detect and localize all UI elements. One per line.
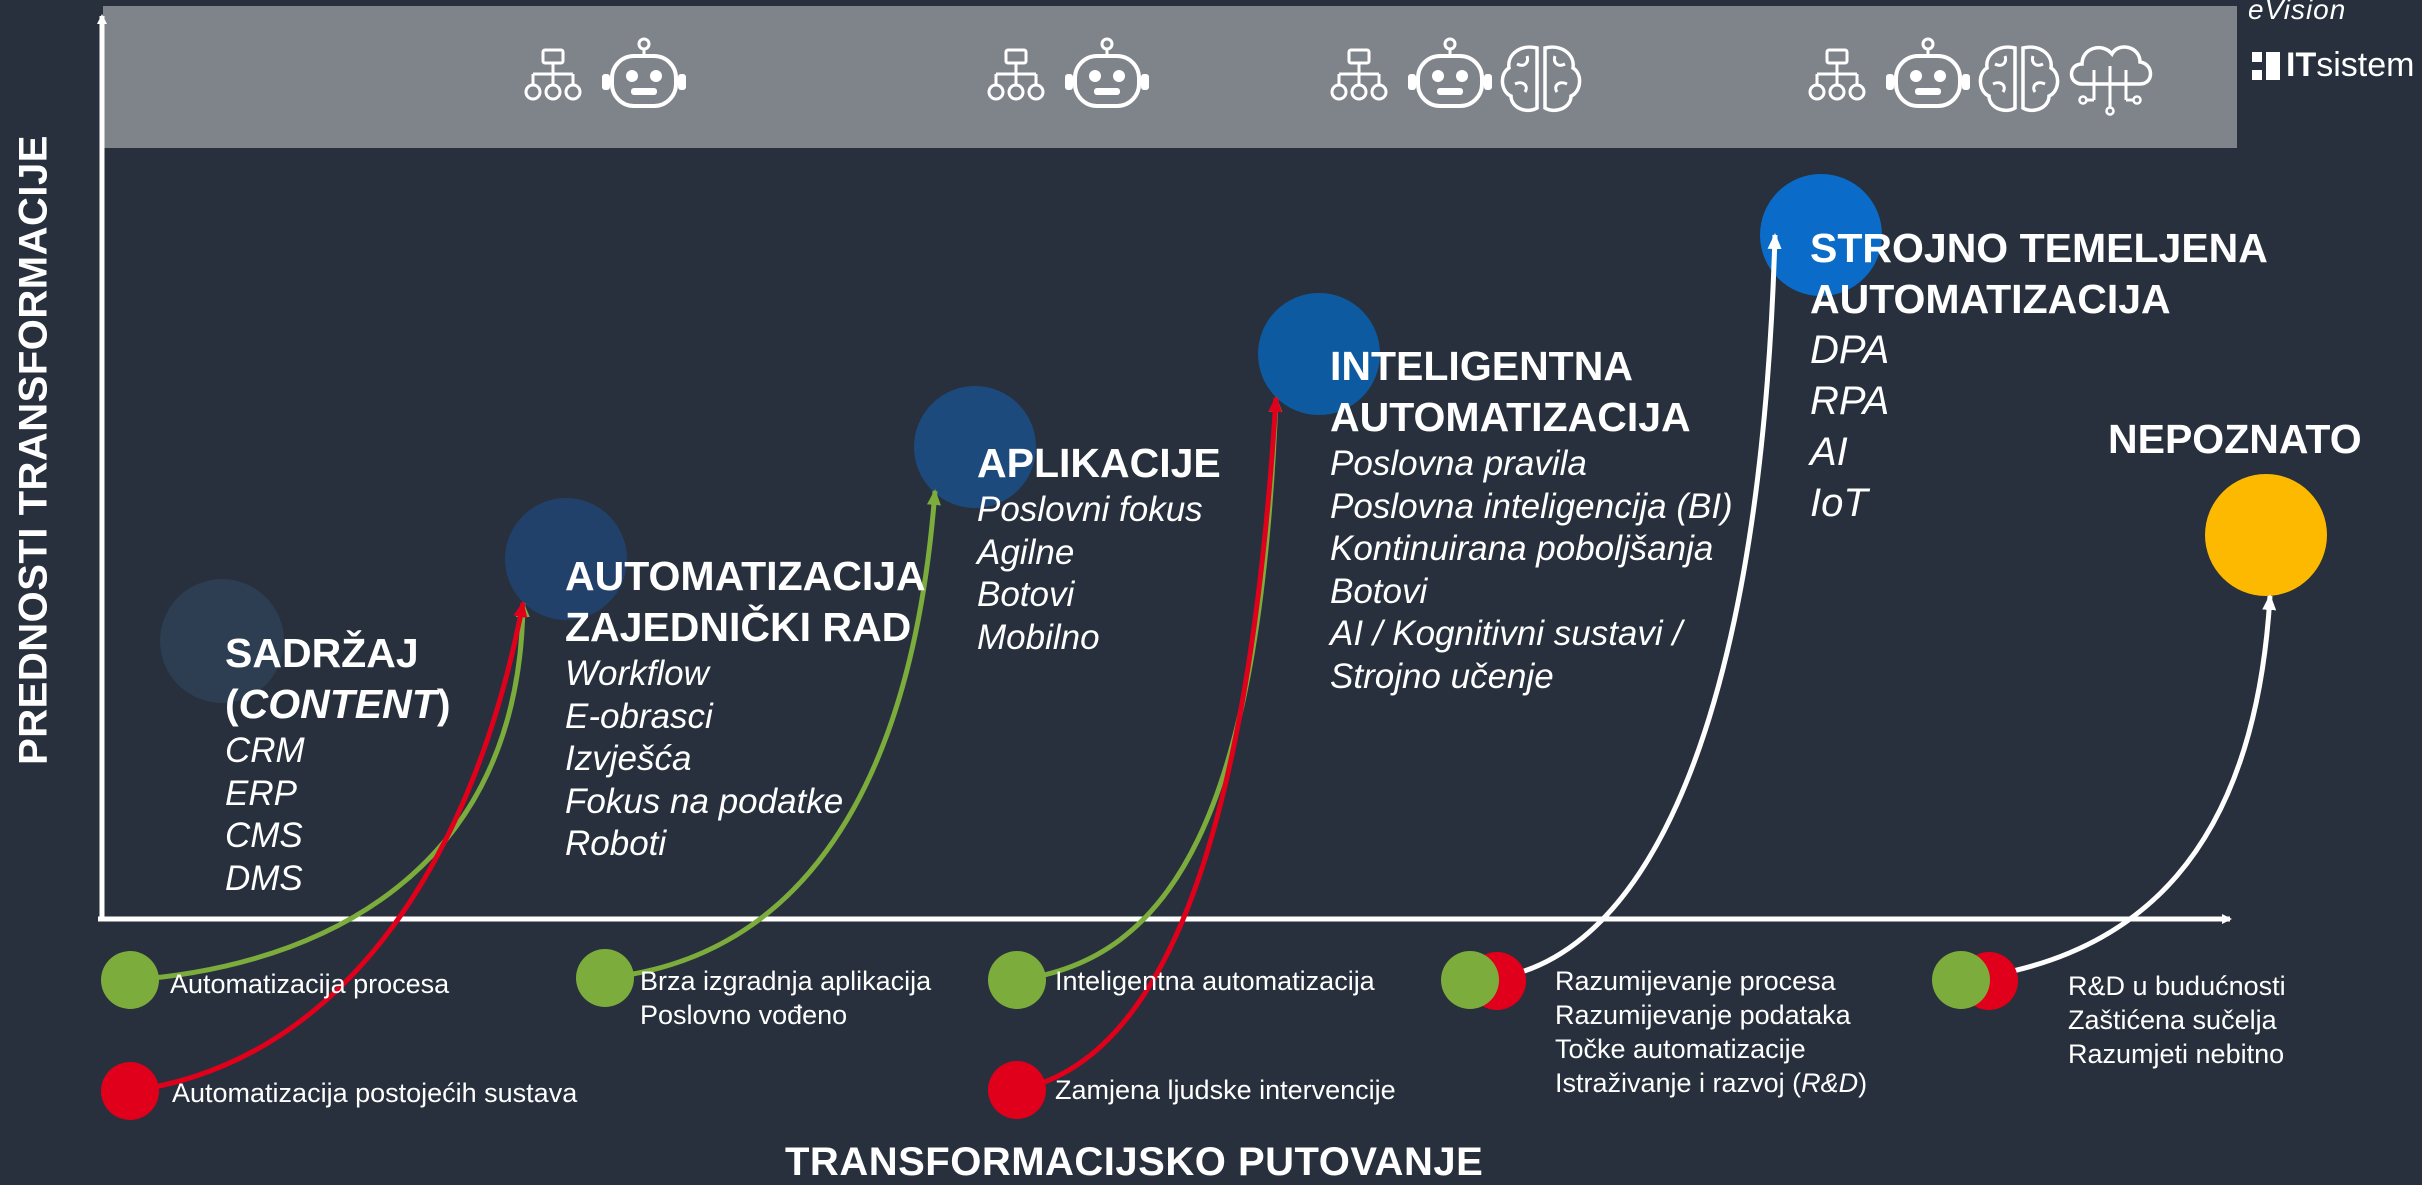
legend-line: Istraživanje i razvoj (R&D) (1555, 1066, 1867, 1100)
legend-line: Zaštićena sučelja (2068, 1005, 2277, 1035)
legend-line: Zamjena ljudske intervencije (1055, 1075, 1396, 1105)
curve-green-3 (1016, 396, 1283, 983)
stage-aplikacije: APLIKACIJE Poslovni fokus Agilne Botovi … (977, 438, 1221, 659)
legend-line: Automatizacija procesa (170, 969, 450, 999)
itsistem-logo-rest: sistem (2316, 46, 2415, 84)
stage-title-line: (CONTENT) (225, 681, 451, 727)
legend-line: Inteligentna automatizacija (1055, 966, 1375, 996)
legend-line: Automatizacija postojećih sustava (172, 1078, 578, 1108)
stage-title-line: AUTOMATIZACIJA (1810, 276, 2171, 322)
stage-automatizacija: AUTOMATIZACIJA ZAJEDNIČKI RAD Workflow E… (565, 551, 926, 866)
legend-line: Razumijevanje podataka (1555, 1000, 1851, 1030)
evision-logo: eVision (2248, 0, 2347, 25)
curve-white-5 (1959, 594, 2277, 983)
itsistem-logo: ITsistem (2250, 46, 2414, 85)
stage-item: Workflow (565, 654, 709, 693)
stage-item: RPA (1810, 379, 1890, 423)
legend-rd-prefix: Istraživanje i razvoj ( (1555, 1068, 1802, 1098)
stage-item: Fokus na podatke (565, 781, 844, 821)
stage-item: IoT (1810, 481, 1868, 525)
itsistem-logo-icon (2252, 51, 2280, 80)
stage-item: AI (1810, 430, 1848, 474)
stage-inteligentna: INTELIGENTNA AUTOMATIZACIJA Poslovna pra… (1330, 341, 1733, 698)
legend-rd-suffix: ) (1858, 1068, 1868, 1098)
legend-line: Razumjeti nebitno (2068, 1039, 2285, 1069)
legend-razumijevanje: Razumijevanje procesa Razumijevanje poda… (1555, 964, 1867, 1100)
stage-item: Poslovna inteligencija (BI) (1330, 486, 1733, 526)
stage-item: DPA (1810, 328, 1890, 372)
legend-brza-izgradnja: Brza izgradnja aplikacija Poslovno vođen… (640, 964, 931, 1032)
legend-dot-red (101, 1062, 159, 1120)
stage-title-line: SADRŽAJ (225, 630, 419, 676)
curve-white-4 (1469, 233, 1782, 983)
stage-circle (505, 498, 627, 620)
stage-item: Poslovna pravila (1330, 444, 1587, 483)
stage-item: E-obrasci (565, 696, 713, 736)
curve-red-3 (1016, 396, 1283, 1093)
stage-item: Kontinuirana poboljšanja (1330, 529, 1714, 568)
stage-sadrzaj: SADRŽAJ (CONTENT) CRM ERP CMS DMS (225, 628, 450, 900)
legend-line: Brza izgradnja aplikacija (640, 966, 932, 996)
stage-item: Roboti (565, 824, 667, 863)
legend-line: R&D u budućnosti (2068, 971, 2286, 1001)
legend-dot-green (988, 951, 1046, 1009)
legend-dot-green (1441, 951, 1499, 1009)
stage-circle (1760, 174, 1882, 296)
stage-item: ERP (225, 773, 297, 813)
stage-circle (914, 386, 1036, 508)
curve-red-1 (129, 601, 528, 1094)
legend-zamjena: Zamjena ljudske intervencije (1055, 1073, 1396, 1107)
stage-title-line: AUTOMATIZACIJA (1330, 394, 1691, 440)
legend-dot-red (988, 1061, 1046, 1119)
curve-green-1 (129, 601, 530, 983)
legend-automatizacija-procesa: Automatizacija procesa (170, 967, 449, 1001)
stage-item: Botovi (1330, 571, 1428, 611)
stage-title-line: STROJNO TEMELJENA (1810, 225, 2268, 271)
stage-title-line: AUTOMATIZACIJA (565, 553, 926, 599)
legend-buducnost: R&D u budućnosti Zaštićena sučelja Razum… (2068, 969, 2286, 1071)
stage-item: CRM (225, 731, 305, 770)
legend-line: Točke automatizacije (1555, 1034, 1806, 1064)
legend-line: Poslovno vođeno (640, 1000, 848, 1030)
legend-inteligentna: Inteligentna automatizacija (1055, 964, 1375, 998)
stage-item: AI / Kognitivni sustavi / (1330, 614, 1683, 653)
stage-item: Izvješća (565, 739, 692, 778)
stage-item: Mobilno (977, 617, 1100, 657)
stage-circle (1258, 293, 1380, 415)
stage-item: Strojno učenje (1330, 656, 1554, 696)
stage-nepoznato: NEPOZNATO (2108, 416, 2362, 462)
curve-green-2 (604, 489, 941, 981)
stage-title-line: APLIKACIJE (977, 440, 1221, 486)
stage-item: Botovi (977, 575, 1075, 614)
stage-strojno: STROJNO TEMELJENA AUTOMATIZACIJA DPA RPA… (1810, 223, 2268, 529)
itsistem-logo-bold: IT (2286, 46, 2317, 84)
legend-dot-green (101, 951, 159, 1009)
stage-item: CMS (225, 816, 303, 855)
legend-dot-green (576, 949, 634, 1007)
stage-item: Poslovni fokus (977, 490, 1203, 529)
stage-title-line: ZAJEDNIČKI RAD (565, 604, 912, 650)
stage-circle (160, 579, 284, 703)
stage-title-line: INTELIGENTNA (1330, 343, 1633, 389)
stage-title-em: CONTENT (238, 681, 437, 727)
legend-dot-green (1932, 951, 1990, 1009)
x-axis-title: TRANSFORMACIJSKO PUTOVANJE (785, 1140, 1484, 1184)
stage-item: DMS (225, 858, 303, 898)
legend-postojecih-sustava: Automatizacija postojećih sustava (172, 1076, 577, 1110)
stage-item: Agilne (977, 532, 1075, 572)
stage-circles (160, 174, 2327, 703)
y-axis-title: PREDNOSTI TRANSFORMACIJE (11, 135, 56, 765)
legend-dots (101, 949, 2018, 1120)
legend-line: Razumijevanje procesa (1555, 966, 1836, 996)
stage-circle (2205, 474, 2327, 596)
legend-rd-em: R&D (1801, 1068, 1859, 1098)
header-band (103, 6, 2237, 148)
